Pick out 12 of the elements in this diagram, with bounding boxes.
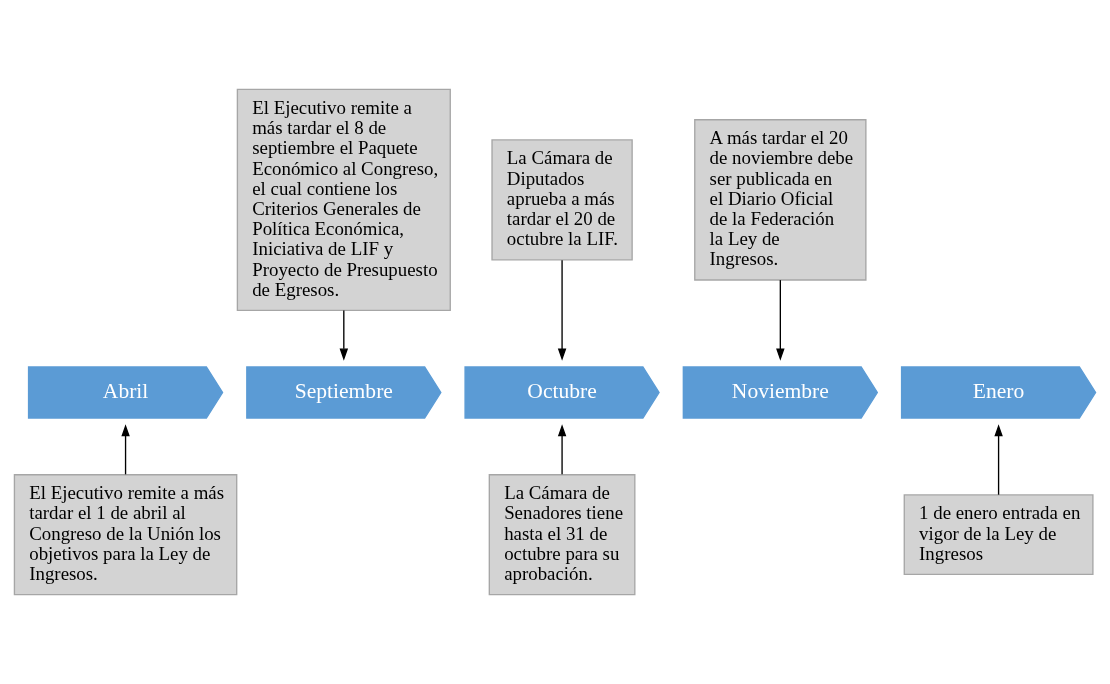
node-box: La Cámara de Senadores tiene hasta el 31 de octubre para su aprobación.	[488, 474, 636, 596]
arrow	[121, 424, 130, 475]
node-box: El Ejecutivo remite a más tardar el 8 de septiembre el Paquete Económico al Congreso, el cual contiene los Criterios Generales de Política Económica, Iniciativa de LIF y Proyecto de Presupuesto de Egresos.	[236, 88, 451, 311]
arrow	[776, 279, 785, 361]
node-box: 1 de enero entrada en vigor de la Ley de Ingresos	[903, 494, 1094, 576]
node-box: El Ejecutivo remite a más tardar el 1 de abril al Congreso de la Unión los objetivos para la Ley de Ingresos.	[13, 474, 238, 596]
node-box: A más tardar el 20 de noviembre debe ser publicada en el Diario Oficial de la Federación la Ley de Ingresos.	[694, 119, 867, 281]
arrow	[339, 309, 349, 361]
arrow	[557, 259, 567, 361]
arrow	[557, 424, 567, 475]
node-box: La Cámara de Diputados aprueba a más tardar el 20 de octubre la LIF.	[491, 139, 633, 261]
arrow	[994, 424, 1003, 496]
